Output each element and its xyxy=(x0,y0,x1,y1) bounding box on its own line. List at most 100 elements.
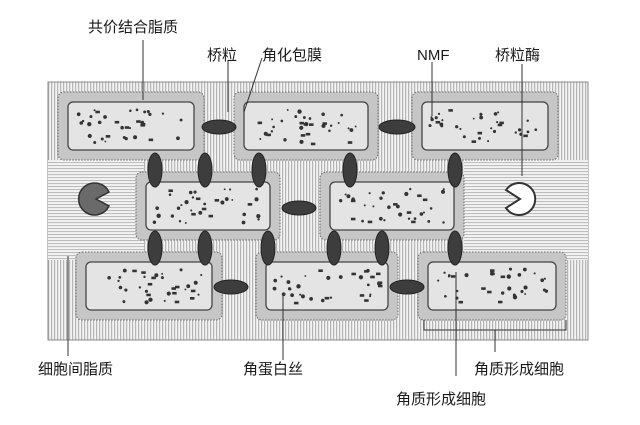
keratin-dot xyxy=(507,286,512,291)
keratin-dot xyxy=(508,267,513,271)
keratin-dot xyxy=(144,289,149,293)
keratin-dot xyxy=(273,278,278,283)
keratin-dot xyxy=(309,123,314,126)
keratin-dot xyxy=(458,300,464,304)
keratin-dot xyxy=(404,191,409,197)
keratin-dot xyxy=(93,141,97,144)
keratin-dot xyxy=(203,202,207,206)
keratin-dot xyxy=(523,285,528,290)
keratin-dot xyxy=(490,272,495,276)
keratin-dot xyxy=(350,217,356,221)
keratin-dot xyxy=(471,140,477,143)
keratin-dot xyxy=(368,192,371,195)
keratin-dot xyxy=(534,128,538,132)
keratin-dot xyxy=(147,282,153,286)
keratin-dot xyxy=(430,117,434,122)
label-corneocyte-right: 角质形成细胞 xyxy=(474,360,564,378)
keratin-dot xyxy=(193,190,197,194)
keratin-dot xyxy=(128,127,131,130)
keratin-dot xyxy=(305,132,311,136)
keratin-dot xyxy=(184,222,187,224)
keratin-dot xyxy=(190,209,193,212)
keratin-dot xyxy=(97,120,102,125)
keratin-dot xyxy=(151,276,156,280)
keratin-dot xyxy=(321,112,325,117)
corneocyte-cells xyxy=(57,91,567,321)
keratin-dot xyxy=(411,220,416,224)
keratin-dot xyxy=(506,274,511,279)
keratin-dot xyxy=(339,199,343,203)
label-keratin-filament: 角蛋白丝 xyxy=(243,360,303,378)
keratin-dot xyxy=(499,121,504,125)
keratin-dot xyxy=(517,128,522,132)
keratin-dot xyxy=(512,293,516,297)
keratin-dot xyxy=(161,112,165,115)
leader-lines xyxy=(67,40,567,376)
keratin-dot xyxy=(340,113,344,117)
keratin-dot xyxy=(435,120,441,124)
keratin-dot xyxy=(364,270,369,273)
keratin-dot xyxy=(114,120,120,124)
keratin-dot xyxy=(369,295,372,298)
keratin-dot xyxy=(175,285,180,289)
cell-interior xyxy=(427,261,557,311)
keratin-dot xyxy=(351,272,356,276)
keratin-dot xyxy=(172,291,177,295)
keratin-dot xyxy=(383,219,386,222)
corneocyte-cell xyxy=(135,171,281,241)
keratin-dot xyxy=(496,121,499,124)
keratin-dot xyxy=(103,115,107,119)
label-cornified-envelope: 角化包膜 xyxy=(262,46,322,64)
keratin-dot xyxy=(328,129,331,132)
keratin-dot xyxy=(462,135,466,139)
keratin-dot xyxy=(163,299,166,302)
desmosome-bridge xyxy=(342,152,358,188)
keratin-dot xyxy=(190,289,196,293)
desmosome-bridge xyxy=(213,279,249,295)
keratin-dot xyxy=(118,275,122,279)
keratin-dot xyxy=(104,140,107,143)
keratin-dot xyxy=(81,119,85,123)
keratin-dot xyxy=(296,284,301,289)
keratin-dot xyxy=(148,297,153,302)
keratin-dot xyxy=(272,286,277,291)
keratin-dot xyxy=(459,127,462,130)
keratin-dot xyxy=(439,122,444,127)
keratin-dot xyxy=(337,121,340,125)
keratin-dot xyxy=(299,125,304,130)
keratin-dot xyxy=(242,212,246,217)
keratin-dot xyxy=(89,115,93,119)
keratin-dot xyxy=(223,188,226,191)
keratin-dot xyxy=(93,109,96,112)
cell-interior xyxy=(329,181,455,231)
keratin-dot xyxy=(479,112,483,116)
keratin-dot xyxy=(304,122,309,127)
keratin-dot xyxy=(271,118,274,121)
keratin-dot xyxy=(501,291,505,295)
keratin-dot xyxy=(100,137,104,141)
keratin-dot xyxy=(378,216,383,221)
keratin-dot xyxy=(286,280,291,284)
keratin-dot xyxy=(140,123,145,127)
desmosome-bridge xyxy=(447,152,463,188)
keratin-dot xyxy=(526,130,530,134)
keratin-dot xyxy=(320,298,325,303)
keratin-dot xyxy=(189,296,195,300)
keratin-dot xyxy=(146,293,151,297)
keratin-dot xyxy=(514,131,517,134)
keratin-dot xyxy=(478,136,481,140)
keratin-dot xyxy=(95,110,100,114)
corneocyte-cell xyxy=(319,171,465,241)
keratin-dot xyxy=(321,123,326,129)
keratin-dot xyxy=(176,206,181,210)
keratin-dot xyxy=(481,287,486,290)
keratin-dot xyxy=(533,272,536,275)
keratin-dot xyxy=(144,300,149,305)
keratin-dot xyxy=(148,138,154,142)
keratin-dot xyxy=(524,293,527,295)
keratin-dot xyxy=(442,221,445,224)
keratin-dot xyxy=(497,123,503,127)
keratin-dot xyxy=(513,295,516,298)
keratin-dot xyxy=(224,197,229,201)
keratin-dot xyxy=(361,219,364,223)
